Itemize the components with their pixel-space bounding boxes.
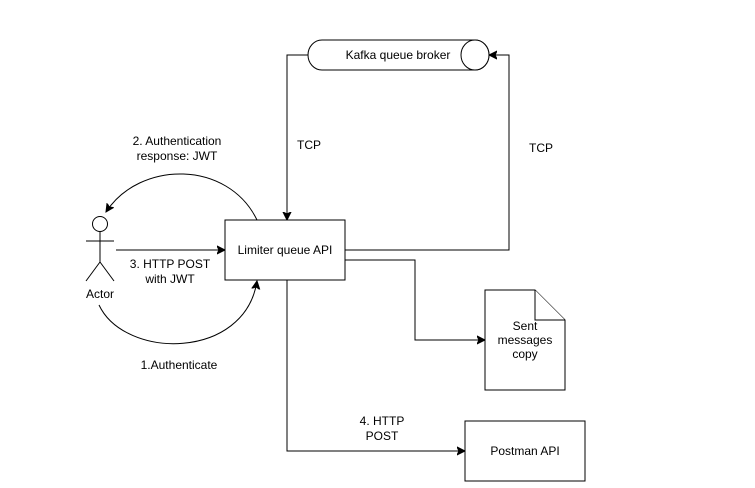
edge-kafka-to-limiter [287, 54, 311, 220]
edge-limiter-to-postman [286, 280, 465, 451]
tcp-left-label: TCP [297, 138, 321, 152]
postman-api-node: Postman API [464, 420, 586, 482]
auth-response-label-line-2: response: JWT [137, 149, 218, 163]
limiter-queue-api-label: Limiter queue API [238, 243, 333, 257]
limiter-queue-api-node: Limiter queue API [224, 219, 346, 281]
authenticate-label: 1.Authenticate [141, 358, 218, 372]
sent-messages-copy-node: Sent messages copy [484, 289, 566, 391]
kafka-queue-broker-node: Kafka queue broker [307, 39, 490, 71]
edge-limiter-to-sent-copy [345, 259, 485, 340]
actor-head [92, 216, 108, 232]
sent-copy-line-1: Sent [513, 319, 538, 333]
edge-limiter-to-kafka [345, 55, 510, 251]
edge-actor-to-limiter-auth [98, 281, 257, 345]
tcp-right-label: TCP [529, 141, 553, 155]
http-post-jwt-label-line-2: with JWT [144, 272, 195, 286]
kafka-queue-broker-label: Kafka queue broker [346, 48, 451, 62]
edge-limiter-to-actor-response [106, 173, 258, 221]
actor-label: Actor [86, 287, 114, 301]
postman-api-label: Postman API [490, 444, 559, 458]
http-post-postman-label-line-2: POST [366, 429, 399, 443]
http-post-jwt-label-line-1: 3. HTTP POST [130, 257, 211, 271]
sent-copy-line-2: messages [498, 333, 553, 347]
actor-node: Actor [85, 216, 115, 301]
auth-response-label-line-1: 2. Authentication [133, 134, 222, 148]
actor-right-leg [99, 261, 115, 282]
http-post-postman-label-line-1: 4. HTTP [360, 414, 405, 428]
sent-copy-line-3: copy [512, 347, 537, 361]
actor-left-leg [85, 261, 101, 282]
